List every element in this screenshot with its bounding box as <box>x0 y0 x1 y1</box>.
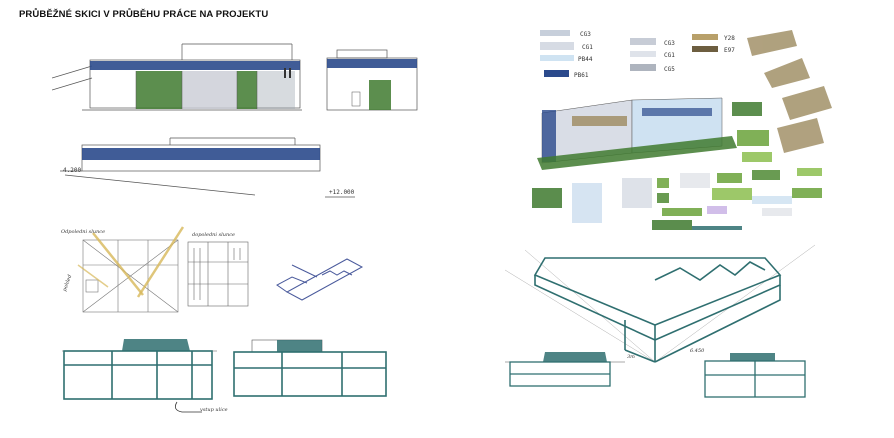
sketch-long-elevation: 4.200 +12.000 <box>60 137 355 198</box>
sketch-sun-study: Odpoledni slunce pohled <box>61 226 185 313</box>
page-title: PRŮBĚŽNÉ SKICI V PRŮBĚHU PRÁCE NA PROJEK… <box>19 9 269 20</box>
sun-right-label: dopoledni slunce <box>192 232 235 238</box>
swatch-label-2: CG1 <box>582 44 593 51</box>
sketch-perspective: 3m 6.450 <box>505 244 816 398</box>
sketch-axonometric <box>276 258 364 301</box>
vertical-note: pohled <box>62 274 74 292</box>
swatch-strokes: CG3 CG1 PB44 PB61 CG3 CG1 CG5 Y28 E97 <box>512 30 832 230</box>
persp-h1-label: 3m <box>627 354 635 360</box>
swatch-label-5: CG3 <box>664 40 675 47</box>
swatch-label-7: CG5 <box>664 66 675 73</box>
swatch-label-6: CG1 <box>664 52 675 59</box>
swatch-panel: CG3 CG1 PB44 PB61 CG3 CG1 CG5 Y28 E97 <box>512 28 842 238</box>
sun-right-note: dopoledni slunce <box>192 232 235 238</box>
swatch-label-3: PB44 <box>578 56 593 63</box>
persp-h2-label: 6.450 <box>690 348 705 354</box>
sketch-front-elevation <box>52 43 418 111</box>
height-mark-label: +12.000 <box>329 189 355 196</box>
swatch-label-4: PB61 <box>574 72 589 79</box>
street-label: vstup ulice <box>200 407 228 413</box>
elevation-height-label: 4.200 <box>63 167 81 174</box>
swatch-label-1: CG3 <box>580 31 591 38</box>
swatch-label-9: E97 <box>724 47 735 54</box>
sketch-teal-elevations: vstup ulice <box>62 339 387 413</box>
sketch-grid-plan <box>187 241 249 307</box>
sun-left-label: Odpoledni slunce <box>61 229 105 235</box>
swatch-label-8: Y28 <box>724 35 735 42</box>
